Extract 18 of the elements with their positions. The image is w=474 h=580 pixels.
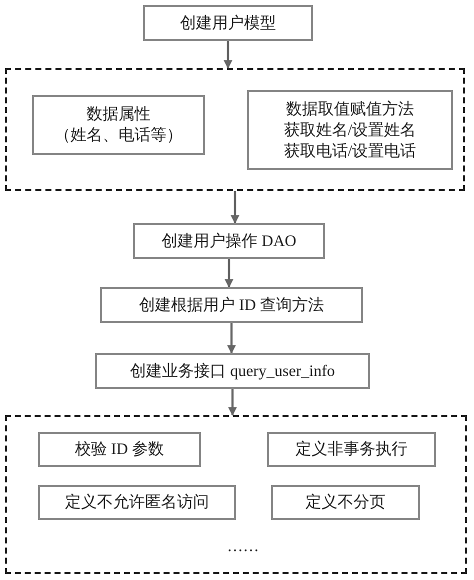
process-box: 校验 ID 参数	[38, 432, 201, 467]
arrow	[228, 389, 237, 416]
process-box: 定义非事务执行	[267, 432, 436, 467]
dashed-group-box	[5, 415, 467, 574]
arrow	[230, 191, 240, 224]
process-box: 创建业务接口 query_user_info	[95, 353, 370, 389]
arrow	[227, 323, 236, 354]
process-box: 创建用户操作 DAO	[133, 223, 325, 259]
process-box: 数据属性 （姓名、电话等）	[32, 95, 205, 155]
arrow	[224, 259, 234, 288]
arrow	[224, 41, 232, 69]
process-box: 定义不分页	[271, 485, 420, 520]
ellipsis-text: ……	[227, 538, 259, 556]
process-box: 定义不允许匿名访问	[38, 485, 236, 520]
process-box: 创建用户模型	[143, 5, 313, 41]
dashed-group-box	[5, 68, 465, 191]
process-box: 创建根据用户 ID 查询方法	[100, 287, 363, 323]
process-box: 数据取值赋值方法 获取姓名/设置姓名 获取电话/设置电话	[247, 90, 453, 170]
